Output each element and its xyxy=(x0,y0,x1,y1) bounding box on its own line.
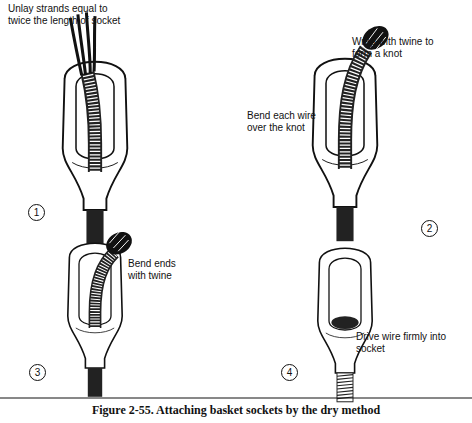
wire-lay xyxy=(87,72,95,172)
callout-circle: 4 xyxy=(281,364,298,381)
socket-step-3 xyxy=(68,227,136,396)
callout-number: 3 xyxy=(35,367,41,378)
bent-ends xyxy=(102,227,136,259)
wire-rope xyxy=(345,49,366,169)
callout-circle: 3 xyxy=(29,364,46,381)
instruction-note: Bend each wire over the knot xyxy=(247,110,327,134)
twine-serving xyxy=(337,373,353,402)
callout-number: 2 xyxy=(427,223,433,234)
caption-rule xyxy=(0,398,472,399)
callout-number: 4 xyxy=(287,367,293,378)
instruction-note: Wrap with twine to form a knot xyxy=(352,36,434,60)
wire-lay xyxy=(345,49,366,169)
instruction-note: Bend ends with twine xyxy=(128,258,188,282)
twine-turns xyxy=(337,375,353,399)
callout-circle: 2 xyxy=(421,220,438,237)
basket-socket xyxy=(63,62,128,244)
wire-rope xyxy=(87,72,95,172)
callout-circle: 1 xyxy=(28,204,45,221)
basket-socket xyxy=(318,248,372,402)
driven-wire xyxy=(331,316,358,329)
wire-rope xyxy=(95,253,114,328)
wire-lay xyxy=(95,253,114,328)
callout-number: 1 xyxy=(34,207,40,218)
twine-wrap xyxy=(109,230,128,251)
socket-step-4 xyxy=(318,248,372,402)
socket-step-1 xyxy=(63,12,128,244)
instruction-note: Unlay strands equal to twice the length … xyxy=(8,3,130,27)
instruction-note: Drive wire firmly into socket xyxy=(356,331,448,355)
figure-caption: Figure 2-55. Attaching basket sockets by… xyxy=(0,403,472,418)
basket-socket xyxy=(68,243,122,397)
